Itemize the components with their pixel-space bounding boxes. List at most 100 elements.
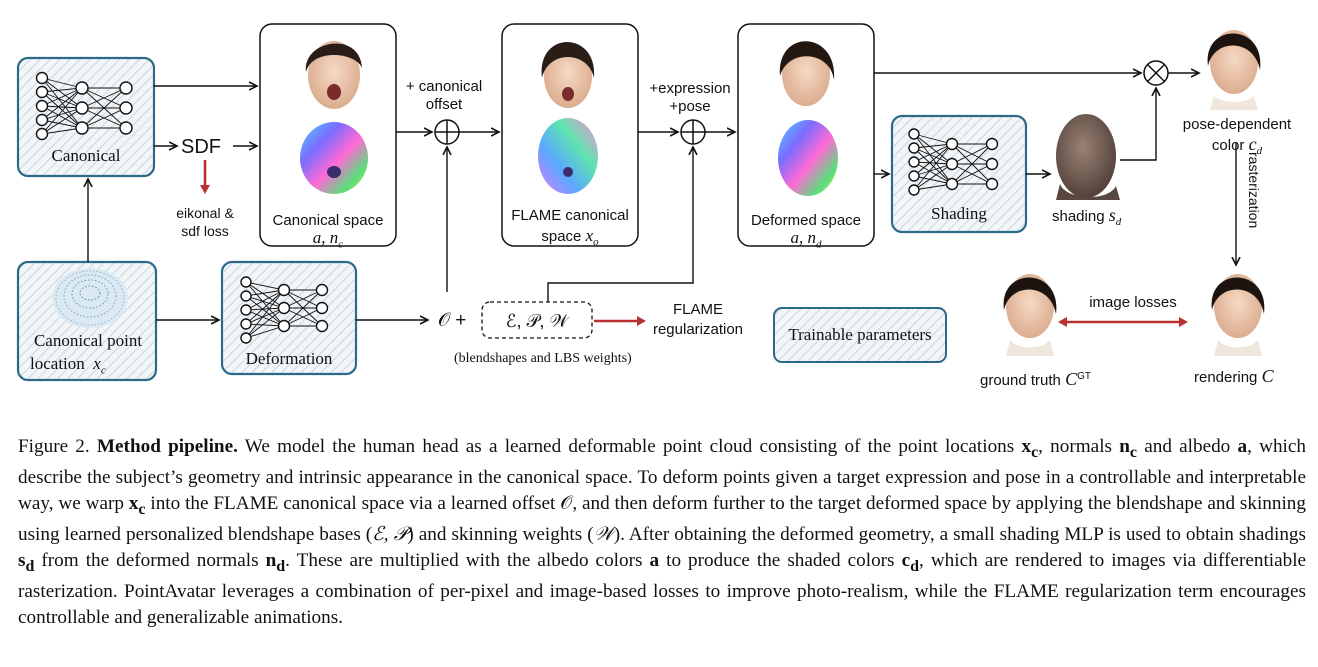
canonical-space-label: Canonical space bbox=[272, 212, 384, 229]
expression-label-line2: +pose bbox=[669, 98, 711, 115]
caption-label: Figure 2. bbox=[18, 436, 90, 457]
multiply-operator bbox=[1143, 60, 1169, 86]
shading-mlp-label: Shading bbox=[931, 204, 987, 223]
flame-face-render bbox=[541, 42, 595, 108]
caption-var-sub: d bbox=[25, 557, 35, 575]
loss-arrows bbox=[200, 160, 1188, 327]
caption-var-sub: c bbox=[1031, 443, 1039, 461]
rendering-label: rendering C bbox=[1194, 367, 1274, 387]
canonical-space-sub: c bbox=[338, 238, 344, 251]
offset-symbol: 𝒪 bbox=[438, 310, 450, 331]
canonical-face-render bbox=[305, 41, 362, 109]
caption-var: n bbox=[265, 550, 277, 572]
point-cloud-icon bbox=[52, 268, 128, 328]
caption-title: Method pipeline. bbox=[96, 436, 238, 457]
figure-caption: Figure 2. Method pipeline. We model the … bbox=[18, 434, 1306, 631]
deformation-mlp-box bbox=[220, 260, 358, 376]
deformed-space-sub: d bbox=[816, 238, 822, 251]
pose-dependent-label-line1: pose-dependent bbox=[1182, 116, 1292, 133]
ground-truth-label: ground truth CGT bbox=[980, 368, 1091, 390]
caption-text: , and then deform further to the target … bbox=[18, 493, 1306, 546]
flame-canonical-panel bbox=[501, 23, 639, 247]
sdf-label: SDF bbox=[181, 136, 221, 158]
eikonal-label-line1: eikonal & bbox=[176, 205, 234, 221]
shading-var: s bbox=[1108, 205, 1116, 225]
rasterization-label: rasterization bbox=[1246, 152, 1262, 229]
rendering-word: rendering bbox=[1194, 369, 1258, 386]
canonical-label: Canonical bbox=[51, 146, 121, 165]
canonical-point-label-line1: Canonical point bbox=[33, 331, 143, 350]
offset-plus: + bbox=[455, 310, 467, 331]
caption-text: We model the human head as a learned def… bbox=[244, 436, 1015, 457]
image-losses-label: image losses bbox=[1089, 294, 1177, 311]
canonical-mlp-box bbox=[16, 56, 156, 178]
caption-var: x bbox=[128, 493, 139, 515]
canonical-normal-map bbox=[300, 122, 368, 194]
canonical-offset-label-line2: offset bbox=[425, 96, 463, 113]
canonical-space-panel bbox=[259, 23, 397, 247]
trainable-legend-box bbox=[773, 307, 947, 363]
deformed-space-vars: a, n bbox=[790, 228, 817, 247]
caption-var: x bbox=[1021, 436, 1032, 457]
flame-reg-label-line2: regularization bbox=[652, 321, 744, 338]
canonical-point-box bbox=[16, 260, 158, 382]
caption-text: to produce the shaded colors bbox=[666, 550, 895, 572]
deformed-space-math: a, nd bbox=[738, 229, 874, 253]
caption-text: ) and skinning weights ( bbox=[407, 524, 594, 546]
rendering-var: C bbox=[1261, 366, 1274, 386]
caption-var-sub: d bbox=[910, 557, 919, 575]
offset-plus-operator bbox=[434, 119, 460, 145]
ground-truth-sup: GT bbox=[1077, 371, 1091, 382]
caption-text: , which describe the subject’s geometry … bbox=[18, 436, 1306, 515]
eikonal-label-line2: sdf loss bbox=[181, 223, 229, 239]
ground-truth-face bbox=[1003, 274, 1057, 356]
flame-canonical-var: x bbox=[585, 226, 594, 245]
flow-arrows bbox=[88, 73, 1236, 320]
flame-params-label: ℰ, 𝒫, 𝒲 bbox=[505, 311, 569, 331]
canonical-point-var: x bbox=[93, 354, 101, 373]
flame-params-box bbox=[481, 301, 593, 339]
caption-var-sub: c bbox=[138, 500, 146, 518]
caption-text: . These are multiplied with the albedo c… bbox=[285, 550, 643, 572]
caption-var: 𝒲 bbox=[593, 524, 614, 546]
canonical-point-label-line2: location xc bbox=[30, 355, 106, 379]
offset-symbol-label: 𝒪 + bbox=[438, 310, 466, 332]
flame-normal-map bbox=[538, 118, 598, 194]
deformed-face-render bbox=[779, 41, 835, 106]
canonical-offset-label-line1: + canonical bbox=[405, 78, 483, 95]
flame-canonical-label-line2: space xo bbox=[502, 227, 638, 251]
canonical-space-math: a, nc bbox=[260, 229, 396, 253]
caption-var: s bbox=[18, 550, 26, 572]
blendshapes-note: (blendshapes and LBS weights) bbox=[454, 351, 632, 366]
caption-text: from the deformed normals bbox=[41, 550, 259, 572]
pipeline-figure: Canonical SDF eikonal & sdf loss Canonic… bbox=[16, 23, 1302, 390]
caption-var: 𝒪 bbox=[560, 493, 573, 515]
pose-dependent-face-render bbox=[1207, 30, 1261, 110]
caption-text: , which are rendered to images via diffe… bbox=[18, 550, 1307, 629]
shading-word: shading bbox=[1052, 208, 1105, 225]
ground-truth-var: C bbox=[1065, 369, 1078, 389]
deformation-label: Deformation bbox=[245, 349, 333, 368]
caption-var: n bbox=[1119, 436, 1130, 457]
caption-var: a bbox=[1237, 436, 1248, 457]
ground-truth-word: ground truth bbox=[980, 372, 1061, 389]
caption-text: into the FLAME canonical space via a lea… bbox=[150, 493, 556, 515]
pose-dependent-var: c bbox=[1248, 134, 1257, 154]
caption-var-sub: d bbox=[276, 557, 286, 575]
mlp-network-icon bbox=[35, 71, 133, 141]
caption-var: c bbox=[901, 550, 911, 572]
caption-var-sub: c bbox=[1129, 443, 1137, 461]
shading-mlp-box bbox=[890, 114, 1028, 234]
canonical-point-sub: c bbox=[100, 364, 106, 377]
deformed-normal-map bbox=[778, 120, 838, 196]
flame-canonical-word: space bbox=[541, 228, 582, 245]
deformed-space-label: Deformed space bbox=[750, 212, 862, 229]
deform-plus-operator bbox=[680, 119, 706, 145]
caption-text: ). After obtaining the deformed geometry… bbox=[613, 524, 1306, 546]
flame-canonical-sub: o bbox=[593, 236, 599, 248]
pose-dependent-sub: d bbox=[1256, 145, 1263, 157]
trainable-legend-label: Trainable parameters bbox=[788, 325, 932, 344]
flame-reg-label-line1: FLAME bbox=[672, 301, 723, 318]
pose-dependent-label-line2: color cd bbox=[1172, 135, 1302, 160]
shading-head-render bbox=[1056, 114, 1120, 200]
